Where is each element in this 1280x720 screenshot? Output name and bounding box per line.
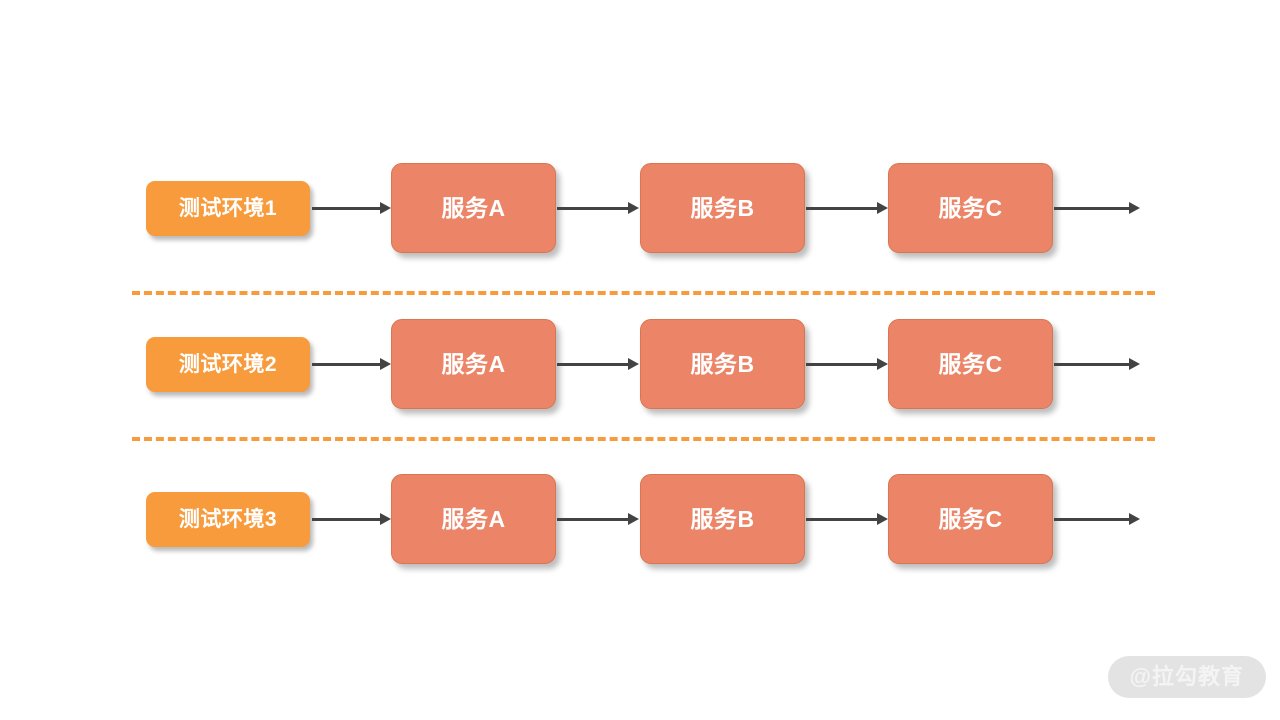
service-box-b-row-2[interactable]: 服务B: [640, 319, 805, 409]
pipeline-row-1: 测试环境1 服务A 服务B 服务C: [0, 163, 1280, 267]
arrow-shaft: [806, 207, 879, 210]
service-box-b-row-3[interactable]: 服务B: [640, 474, 805, 564]
service-box-a-row-3[interactable]: 服务A: [391, 474, 556, 564]
arrow-head: [877, 358, 888, 370]
service-box-a-row-2[interactable]: 服务A: [391, 319, 556, 409]
arrow-head: [1129, 202, 1140, 214]
env-box-label: 测试环境1: [178, 197, 278, 220]
arrow-service-b-to-c-row-1: [806, 200, 890, 216]
arrow-env-to-service-a-row-1: [312, 200, 392, 216]
arrow-service-c-outbound-row-2: [1054, 356, 1142, 372]
arrow-service-a-to-b-row-2: [557, 356, 641, 372]
service-box-label: 服务A: [441, 350, 506, 377]
arrow-head: [628, 202, 639, 214]
arrow-head: [380, 358, 391, 370]
arrow-service-b-to-c-row-3: [806, 511, 890, 527]
arrow-head: [380, 513, 391, 525]
arrow-shaft: [1054, 363, 1131, 366]
service-box-label: 服务B: [690, 505, 755, 532]
arrow-head: [877, 513, 888, 525]
service-box-c-row-2[interactable]: 服务C: [888, 319, 1053, 409]
separator-2: [132, 437, 1155, 441]
service-box-label: 服务B: [690, 194, 755, 221]
pipeline-row-3: 测试环境3 服务A 服务B 服务C: [0, 474, 1280, 578]
arrow-service-a-to-b-row-3: [557, 511, 641, 527]
service-box-label: 服务C: [938, 350, 1003, 377]
arrow-shaft: [557, 518, 630, 521]
arrow-shaft: [312, 207, 382, 210]
service-box-label: 服务B: [690, 350, 755, 377]
service-box-c-row-3[interactable]: 服务C: [888, 474, 1053, 564]
service-box-c-row-1[interactable]: 服务C: [888, 163, 1053, 253]
arrow-service-b-to-c-row-2: [806, 356, 890, 372]
separator-1: [132, 291, 1155, 295]
watermark: @拉勾教育: [1107, 656, 1266, 698]
arrow-head: [877, 202, 888, 214]
service-box-label: 服务C: [938, 505, 1003, 532]
env-box-label: 测试环境2: [178, 353, 278, 376]
arrow-shaft: [312, 363, 382, 366]
arrow-service-c-outbound-row-1: [1054, 200, 1142, 216]
arrow-head: [628, 513, 639, 525]
arrow-shaft: [557, 207, 630, 210]
env-box-2[interactable]: 测试环境2: [146, 337, 310, 392]
arrow-service-c-outbound-row-3: [1054, 511, 1142, 527]
arrow-shaft: [806, 363, 879, 366]
arrow-head: [628, 358, 639, 370]
arrow-head: [1129, 358, 1140, 370]
env-box-label: 测试环境3: [178, 508, 278, 531]
service-box-b-row-1[interactable]: 服务B: [640, 163, 805, 253]
arrow-head: [380, 202, 391, 214]
pipeline-row-2: 测试环境2 服务A 服务B 服务C: [0, 319, 1280, 423]
arrow-env-to-service-a-row-2: [312, 356, 392, 372]
env-box-3[interactable]: 测试环境3: [146, 492, 310, 547]
service-box-a-row-1[interactable]: 服务A: [391, 163, 556, 253]
arrow-shaft: [1054, 518, 1131, 521]
arrow-head: [1129, 513, 1140, 525]
arrow-env-to-service-a-row-3: [312, 511, 392, 527]
service-box-label: 服务C: [938, 194, 1003, 221]
env-box-1[interactable]: 测试环境1: [146, 181, 310, 236]
service-box-label: 服务A: [441, 194, 506, 221]
service-box-label: 服务A: [441, 505, 506, 532]
arrow-shaft: [312, 518, 382, 521]
arrow-service-a-to-b-row-1: [557, 200, 641, 216]
arrow-shaft: [557, 363, 630, 366]
arrow-shaft: [1054, 207, 1131, 210]
arrow-shaft: [806, 518, 879, 521]
